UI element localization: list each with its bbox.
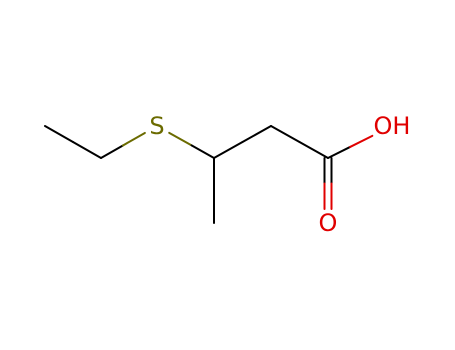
atom-label-o: O (319, 209, 338, 237)
bond-c5-oh (327, 145, 352, 159)
bond-c2-s (121, 131, 146, 147)
bond-c1-c2 (44, 125, 74, 143)
bond-c5-oh (349, 134, 374, 148)
bond-c1-c2 (72, 141, 102, 159)
bond-s-c3 (190, 144, 215, 159)
bond-s-c3 (168, 131, 193, 147)
bond-c3-c4 (213, 141, 244, 159)
bond-c4-c5 (270, 125, 301, 143)
atom-label-s: S (149, 112, 164, 140)
bond-c2-s (100, 144, 124, 159)
atom-label-oh: OH (374, 112, 411, 140)
bond-c4-c5 (298, 141, 329, 159)
bond-c3-c4 (241, 125, 272, 143)
